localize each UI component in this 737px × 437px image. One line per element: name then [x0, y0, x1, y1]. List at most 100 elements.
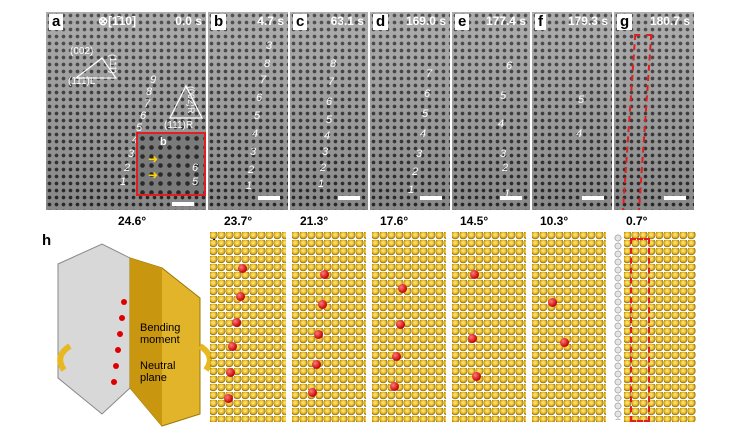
- dislocation-core: [548, 298, 557, 307]
- dislocation-core: [308, 388, 317, 397]
- dislocation-number: 5: [254, 110, 261, 122]
- timestamp: 177.4 s: [485, 14, 526, 28]
- burgers-arrow-icon: ➜: [148, 152, 159, 166]
- dislocation-number: 3: [416, 148, 423, 160]
- bend-angle: 21.3°: [300, 214, 329, 228]
- timestamp: 63.1 s: [330, 14, 364, 28]
- dislocation-number: 5: [136, 122, 143, 134]
- dislocation-number: 4: [498, 118, 505, 130]
- timestamp: 4.7 s: [257, 14, 284, 28]
- dislocation-core: [560, 338, 569, 347]
- panel-letter: a: [49, 14, 64, 30]
- dislocation-core: [238, 264, 247, 273]
- plane-label: (111)L: [68, 76, 96, 87]
- tem-panel-e: e 177.4 s 6 5 4 3 2 1: [452, 12, 530, 210]
- plane-label: (002)R: [186, 86, 196, 114]
- dislocation-number: 7: [260, 74, 267, 86]
- dislocation-core: [312, 360, 321, 369]
- tem-panel-g: g 180.7 s: [614, 12, 694, 210]
- panel-letter: e: [455, 14, 470, 30]
- atomistic-model-5: [532, 232, 606, 422]
- bending-moment-label: Bending moment: [140, 322, 181, 346]
- plane-label: (002): [70, 46, 94, 57]
- bend-angle: 23.7°: [224, 214, 253, 228]
- dislocation-number: 4: [132, 134, 138, 146]
- dislocation-number: 4: [252, 128, 259, 140]
- inset-number: 6: [192, 162, 199, 174]
- dislocation-number: 9: [150, 74, 157, 86]
- zone-axis-label: ⊗[1̄10]: [98, 14, 137, 28]
- dislocation-number: 1: [246, 180, 253, 192]
- dislocation-number: 6: [256, 92, 263, 104]
- scale-bar: [582, 196, 604, 200]
- dislocation-core: [472, 372, 481, 381]
- tem-panel-d: d 169.0 s 7 6 5 4 3 2 1: [370, 12, 450, 210]
- dislocation-number: 8: [146, 86, 153, 98]
- dislocation-core: [232, 318, 241, 327]
- bicrystal-3d-model: [57, 243, 212, 427]
- dislocation-number: 1: [408, 184, 415, 196]
- dislocation-number: 2: [502, 162, 509, 174]
- bend-angle: 0.7°: [626, 214, 648, 228]
- bend-angle: 17.6°: [380, 214, 409, 228]
- dislocation-number: 1: [120, 176, 127, 188]
- dislocation-number: 1: [504, 188, 511, 200]
- panel-letter: c: [293, 14, 308, 30]
- atomistic-model-2: [292, 232, 366, 422]
- dislocation-number: 7: [426, 68, 433, 80]
- scale-bar: [172, 202, 194, 206]
- dislocation-number: 4: [420, 128, 427, 140]
- dislocation-number: 2: [124, 162, 131, 174]
- red-dashed-box: [630, 238, 650, 422]
- burgers-arrow-icon: ➜: [148, 168, 159, 182]
- dislocation-number: 7: [328, 76, 335, 88]
- dislocation-core: [398, 284, 407, 293]
- panel-letter: b: [211, 14, 227, 30]
- timestamp: 180.7 s: [649, 14, 690, 28]
- plane-label: (111̄): [108, 54, 118, 74]
- tem-panel-a: a ⊗[1̄10] 0.0 s (002) (111)L (111̄) (002…: [46, 12, 206, 210]
- timestamp: 0.0 s: [175, 14, 202, 28]
- dislocation-number: 3: [250, 146, 257, 158]
- tem-panel-f: f 179.3 s 5 4: [532, 12, 612, 210]
- dislocation-number: 8: [330, 58, 337, 70]
- dislocation-number: 5: [578, 94, 585, 106]
- panel-letter: g: [617, 14, 633, 30]
- miller-triangle-right: [169, 84, 203, 119]
- scale-bar: [664, 196, 686, 200]
- dislocation-number: 3: [500, 148, 507, 160]
- panel-letter: f: [535, 14, 546, 30]
- scale-bar: [338, 196, 360, 200]
- dislocation-core: [314, 330, 323, 339]
- timestamp: 169.0 s: [405, 14, 446, 28]
- dislocation-core: [224, 394, 233, 403]
- dislocation-number: 1: [318, 178, 325, 190]
- dislocation-number: 4: [576, 128, 583, 140]
- bend-angle: 24.6°: [118, 214, 147, 228]
- neutral-plane-label: Neutral plane: [140, 360, 176, 384]
- lattice-image: [46, 12, 206, 210]
- tem-panel-c: c 63.1 s 8 7 6 5 4 3 2 1: [290, 12, 368, 210]
- dislocation-number: 2: [412, 166, 419, 178]
- dislocation-core: [390, 382, 399, 391]
- dislocation-number: 6: [424, 88, 431, 100]
- dislocation-core: [236, 292, 245, 301]
- dislocation-number: 5: [500, 90, 507, 102]
- dislocation-number: 3: [266, 40, 273, 52]
- scale-bar: [258, 196, 280, 200]
- bend-angle: 14.5°: [460, 214, 489, 228]
- panel-letter: d: [373, 14, 389, 30]
- dislocation-number: 3: [128, 148, 135, 160]
- inset-box: b ➜ ➜ 6 5: [136, 132, 206, 196]
- miller-triangle-left: [74, 57, 118, 79]
- atomistic-model-3: [372, 232, 446, 422]
- atomistic-model-1: [210, 232, 286, 422]
- atomistic-model-4: [452, 232, 526, 422]
- tem-panel-b: b 4.7 s 3 8 7 6 5 4 3 2 1: [208, 12, 288, 210]
- dislocation-core: [318, 300, 327, 309]
- dislocation-number: 2: [248, 164, 255, 176]
- dislocation-number: 6: [506, 60, 513, 72]
- plane-label: (111)R: [164, 120, 194, 131]
- dislocation-number: 6: [326, 96, 333, 108]
- dislocation-number: 6: [140, 110, 147, 122]
